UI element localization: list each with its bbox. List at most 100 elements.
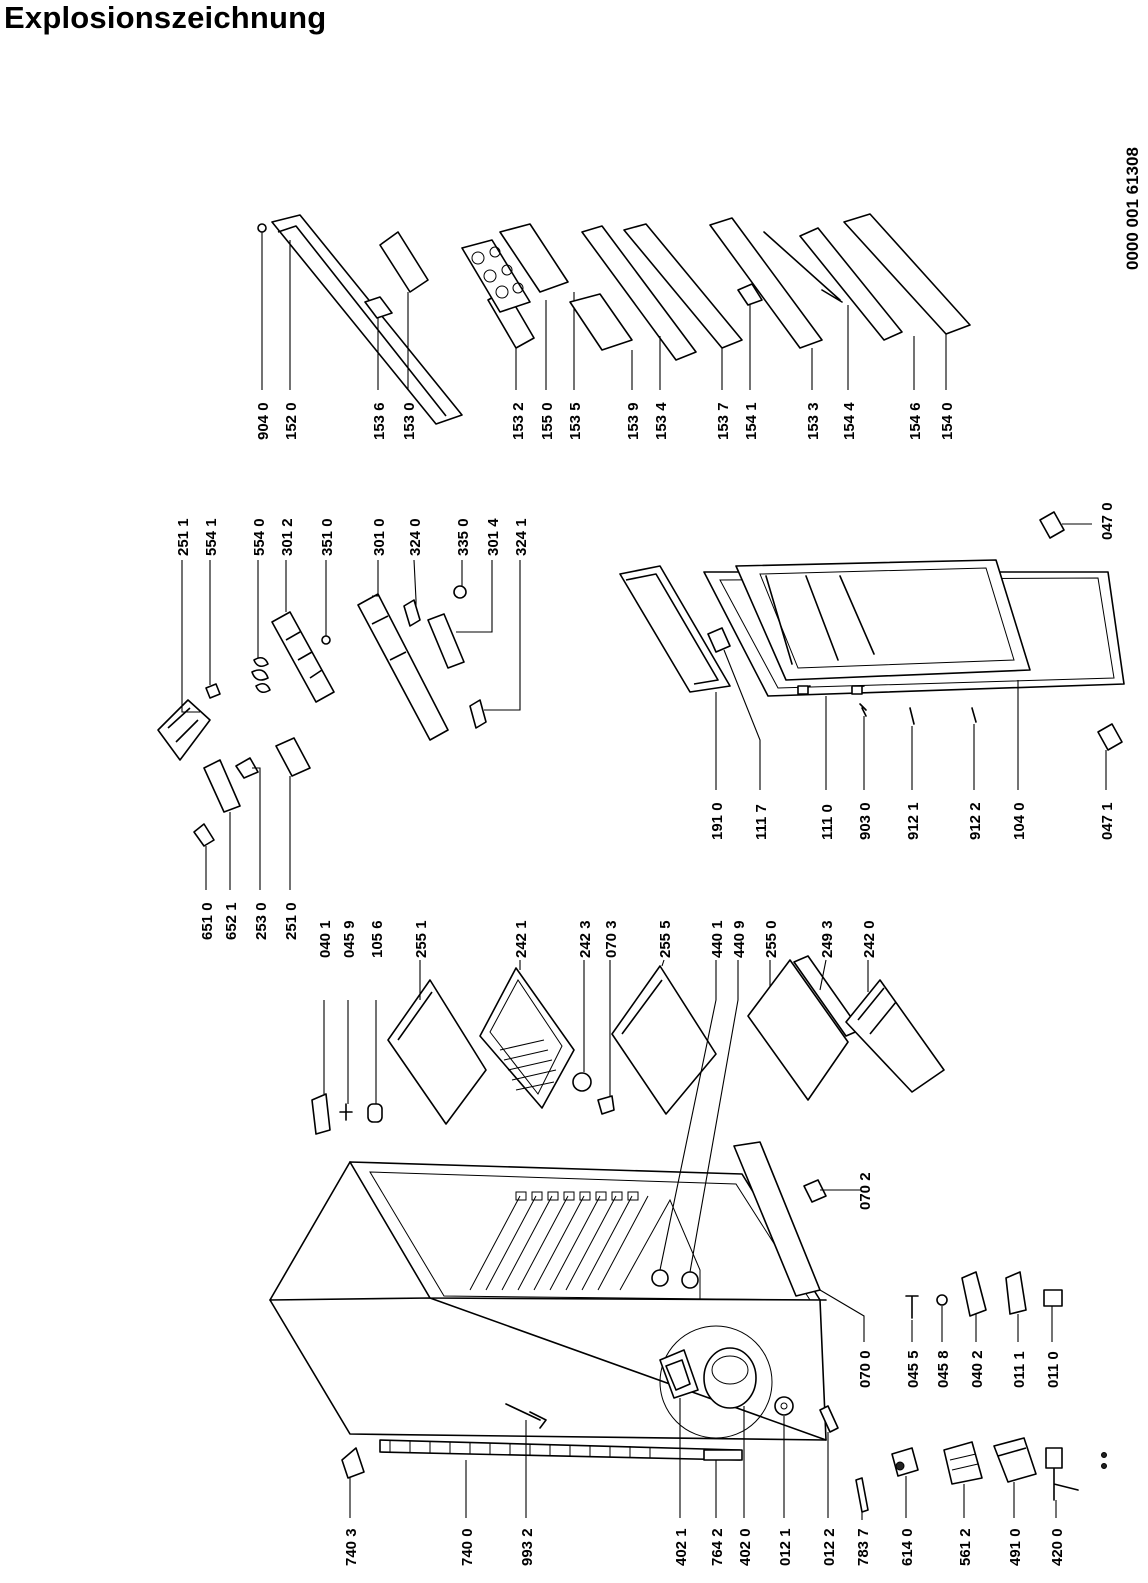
part-1539-drawing [569,293,633,351]
label-4021: 402 1 [673,1528,690,1566]
part-0470-drawing [1039,511,1065,539]
part-2511-drawing [157,699,211,761]
part-3350-drawing [453,585,467,599]
label-4910: 491 0 [1007,1528,1024,1566]
label-7403: 740 3 [343,1528,360,1566]
part-1520-drawing [271,214,463,425]
part-6521-drawing [203,759,241,813]
door-labels: 047 0 191 0 111 7 111 0 903 0 912 1 912 … [709,502,1116,840]
label-4401: 440 1 [709,920,726,958]
part-3012-drawing [271,611,335,703]
part-5612-drawing [943,1441,983,1485]
label-0703: 070 3 [603,920,620,958]
label-3014: 301 4 [485,518,502,556]
part-1541-drawing [737,283,763,306]
label-1536: 153 6 [371,402,388,440]
label-6521: 652 1 [223,902,240,940]
label-1541: 154 1 [743,402,760,440]
label-1040: 104 0 [1011,802,1028,840]
part-7400-drawing [379,1439,741,1461]
part-3240-drawing [403,599,421,627]
part-7837-drawing [855,1477,869,1513]
part-3510-drawing [321,635,331,645]
label-1550: 155 0 [539,402,556,440]
label-4409: 440 9 [731,920,748,958]
part-2510-drawing [275,737,311,777]
label-1540: 154 0 [939,402,956,440]
label-1537: 153 7 [715,402,732,440]
label-6510: 651 0 [199,902,216,940]
hardware-group [905,1271,1063,1342]
part-2551-drawing [387,979,487,1125]
compressor-group [341,1325,1107,1520]
top-row-labels: 904 0 152 0 153 6 153 0 153 2 155 0 153 … [255,402,956,440]
part-0702-drawing [803,1179,827,1203]
label-7400: 740 0 [459,1528,476,1566]
lamp-parts-group [193,737,311,890]
part-1530-drawing [379,231,429,293]
part-1056-drawing [367,1103,383,1123]
part-1536-drawing [364,296,393,319]
label-0401: 040 1 [317,920,334,958]
label-3010: 301 0 [371,518,388,556]
label-0110: 011 0 [1045,1351,1062,1388]
hardware-labels: 045 5 045 8 040 2 011 1 011 0 [905,1350,1062,1388]
thermostat-labels: 251 1 554 1 554 0 301 2 351 0 301 0 324 … [175,518,530,556]
part-0110-drawing [1043,1289,1063,1307]
label-2555: 255 5 [657,920,674,958]
label-2530: 253 0 [253,902,270,940]
part-5541-drawing [205,683,221,699]
part-0111-drawing [1005,1271,1027,1315]
cabinet-labels: 070 2 070 0 [857,1172,874,1388]
label-5541: 554 1 [203,518,220,556]
part-2555-drawing [611,965,717,1115]
label-7642: 764 2 [709,1528,726,1566]
label-0700: 070 0 [857,1350,874,1388]
part-6140-drawing [891,1447,919,1477]
part-4020-drawing [703,1347,757,1409]
label-2420: 242 0 [861,920,878,958]
part-0402-drawing [961,1271,987,1317]
label-2423: 242 3 [577,920,594,958]
label-6140: 614 0 [899,1528,916,1566]
label-1520: 152 0 [283,402,300,440]
label-5540: 554 0 [251,518,268,556]
label-9121: 912 1 [905,802,922,840]
page-title: Explosionszeichnung [4,0,327,35]
part-3014-drawing [427,613,465,669]
part-1534-drawing [581,225,697,361]
part-9121-drawing [909,707,915,725]
part-4910-drawing [993,1437,1037,1483]
part-1535-drawing [499,223,569,293]
part-0401-drawing [311,1093,331,1135]
label-1534: 153 4 [653,402,670,440]
part-2423-drawing [572,1072,592,1092]
part-0459-drawing [339,1103,353,1121]
label-3241: 324 1 [513,518,530,556]
part-2550-drawing [747,959,849,1101]
label-2493: 249 3 [819,920,836,958]
part-1546-drawing [799,227,903,341]
label-3012: 301 2 [279,518,296,556]
part-9040-drawing [257,223,267,233]
label-1110: 111 0 [819,804,836,840]
label-3510: 351 0 [319,518,336,556]
label-0111: 011 1 [1011,1351,1028,1388]
label-1546: 154 6 [907,402,924,440]
label-1535: 153 5 [567,402,584,440]
label-2421: 242 1 [513,920,530,958]
part-3010-drawing [357,593,449,741]
part-0455-drawing [905,1295,919,1319]
label-0455: 045 5 [905,1350,922,1388]
part-4021-drawing [659,1349,699,1399]
label-9932: 993 2 [519,1528,536,1566]
label-9122: 912 2 [967,802,984,840]
label-0458: 045 8 [935,1350,952,1388]
part-2420-drawing [845,979,945,1093]
part-0703-drawing [597,1095,615,1115]
part-0458-drawing [936,1294,948,1306]
part-1533-drawing [709,217,823,349]
label-1910: 191 0 [709,802,726,840]
label-4200: 420 0 [1049,1528,1066,1566]
